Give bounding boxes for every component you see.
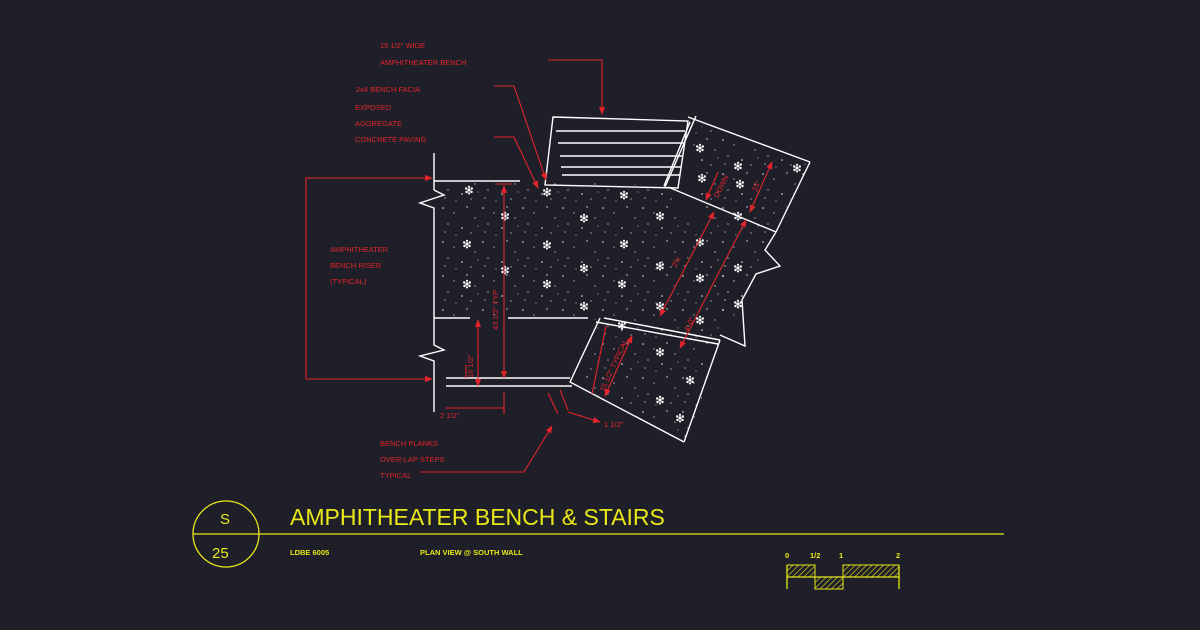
note-line: EXPOSED [355,103,392,112]
dimension-lines [305,59,773,473]
dim-riser: 16 1/2" [466,354,475,378]
note-line: 15 1/2" WIDE [380,41,425,50]
scale-label: 1 [839,551,843,560]
note-riser: AMPHITHEATER BENCH RISER (TYPICAL) [330,245,389,286]
drawing-code: LDBE 6005 [290,548,329,557]
bench-cap [544,115,811,233]
dim-gap-2: 2 1/2" [440,411,460,420]
note-facia: 2x4 BENCH FACIA [356,85,420,94]
note-line: AMPHITHEATER BENCH [380,58,467,67]
note-line: BENCH PLANKS [380,439,438,448]
scale-label: 0 [785,551,789,560]
dim-gap-1: 1 1/2" [604,420,624,429]
note-paving: EXPOSED AGGREGATE CONCRETE PAVING [355,103,427,144]
drawing-title: AMPHITHEATER BENCH & STAIRS [290,504,665,530]
note-line: BENCH RISER [330,261,382,270]
section-letter: S [220,511,230,528]
scale-label: 1/2 [810,551,820,560]
view-label: PLAN VIEW @ SOUTH WALL [420,548,523,557]
note-line: AMPHITHEATER [330,245,389,254]
dim-height-typ: 43 1/2" TYP [491,290,500,330]
note-line: TYPICAL [380,471,411,480]
sheet-number: 25 [212,545,229,562]
note-bench-width: 15 1/2" WIDE AMPHITHEATER BENCH [380,41,467,67]
note-line: OVER-LAP STEPS [380,455,444,464]
note-line: CONCRETE PAVING [355,135,427,144]
note-planks: BENCH PLANKS OVER-LAP STEPS TYPICAL [380,439,444,480]
note-line: AGGREGATE [355,119,402,128]
title-block: S 25 AMPHITHEATER BENCH & STAIRS LDBE 60… [192,500,1004,568]
note-line: (TYPICAL) [330,277,367,286]
scale-label: 2 [896,551,900,560]
scale-bar: 0 1/2 1 2 [785,551,900,590]
